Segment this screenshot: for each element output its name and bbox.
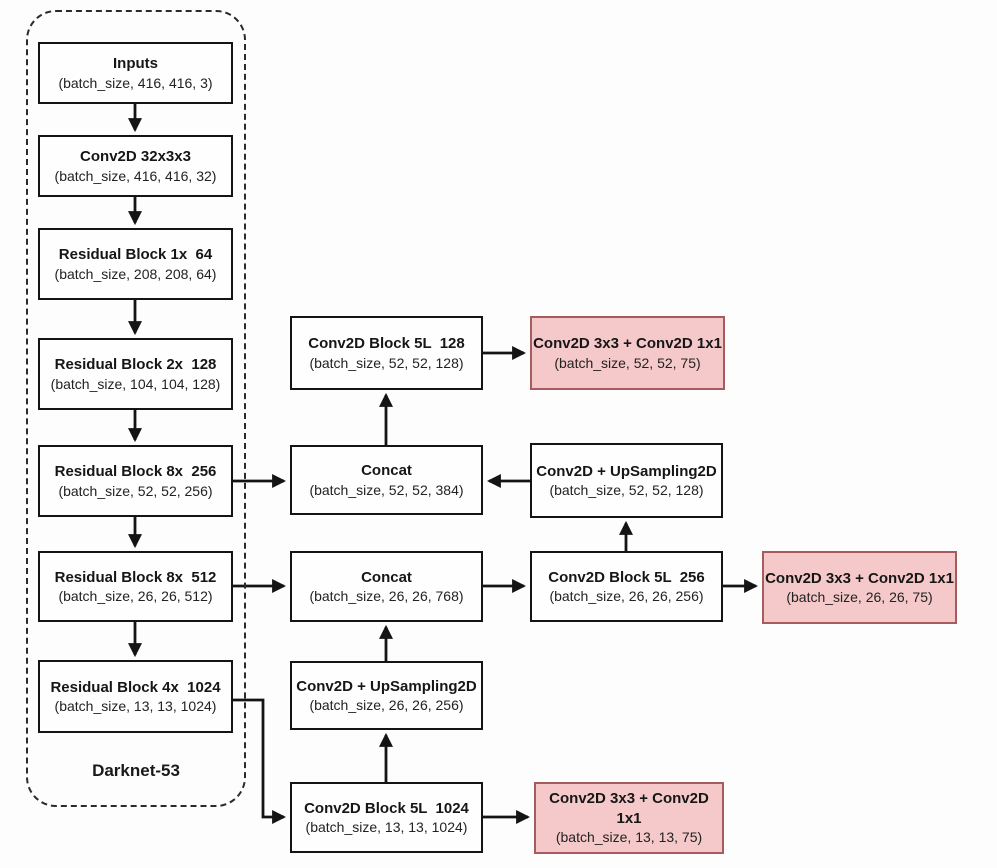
node-residual-block-2x-128: Residual Block 2x 128 (batch_size, 104, … — [38, 338, 233, 410]
node-detection-head-52: Conv2D 3x3 + Conv2D 1x1 (batch_size, 52,… — [530, 316, 725, 390]
node-conv2d-upsampling2d-52: Conv2D + UpSampling2D (batch_size, 52, 5… — [530, 443, 723, 518]
node-inputs: Inputs (batch_size, 416, 416, 3) — [38, 42, 233, 104]
node-shape: (batch_size, 26, 26, 75) — [786, 589, 933, 606]
node-title: Residual Block 8x 256 — [54, 463, 217, 481]
node-title: Conv2D + UpSampling2D — [536, 462, 717, 480]
node-title: Conv2D Block 5L 128 — [308, 335, 465, 353]
node-shape: (batch_size, 13, 13, 1024) — [305, 819, 468, 836]
node-conv2d-block-5l-1024: Conv2D Block 5L 1024 (batch_size, 13, 13… — [290, 782, 483, 853]
node-shape: (batch_size, 52, 52, 75) — [554, 354, 701, 371]
node-conv2d-block-5l-256: Conv2D Block 5L 256 (batch_size, 26, 26,… — [530, 551, 723, 622]
node-title: Concat — [361, 568, 412, 586]
node-conv2d-block-5l-128: Conv2D Block 5L 128 (batch_size, 52, 52,… — [290, 316, 483, 390]
node-title: Conv2D Block 5L 1024 — [304, 799, 469, 817]
node-residual-block-8x-256: Residual Block 8x 256 (batch_size, 52, 5… — [38, 445, 233, 517]
node-shape: (batch_size, 416, 416, 32) — [54, 167, 217, 184]
darknet53-label: Darknet-53 — [92, 761, 180, 780]
node-shape: (batch_size, 13, 13, 1024) — [54, 698, 217, 715]
node-title: Residual Block 8x 512 — [54, 568, 217, 586]
node-concat-52: Concat (batch_size, 52, 52, 384) — [290, 445, 483, 515]
node-title: Conv2D Block 5L 256 — [548, 568, 705, 586]
node-shape: (batch_size, 104, 104, 128) — [50, 375, 221, 392]
node-title: Conv2D 32x3x3 — [80, 148, 191, 166]
node-title: Inputs — [113, 55, 158, 73]
node-shape: (batch_size, 26, 26, 256) — [549, 588, 704, 605]
node-shape: (batch_size, 52, 52, 256) — [58, 482, 213, 499]
node-detection-head-26: Conv2D 3x3 + Conv2D 1x1 (batch_size, 26,… — [762, 551, 957, 624]
node-title: Conv2D + UpSampling2D — [296, 677, 477, 695]
node-title: Concat — [361, 462, 412, 480]
node-concat-26: Concat (batch_size, 26, 26, 768) — [290, 551, 483, 622]
node-shape: (batch_size, 52, 52, 128) — [549, 482, 704, 499]
node-shape: (batch_size, 26, 26, 512) — [58, 588, 213, 605]
node-shape: (batch_size, 52, 52, 128) — [309, 354, 464, 371]
node-residual-block-4x-1024: Residual Block 4x 1024 (batch_size, 13, … — [38, 660, 233, 733]
node-conv2d-32x3x3: Conv2D 32x3x3 (batch_size, 416, 416, 32) — [38, 135, 233, 197]
node-shape: (batch_size, 13, 13, 75) — [555, 829, 703, 846]
darknet53-group-outline: Darknet-53 — [26, 10, 246, 807]
node-shape: (batch_size, 52, 52, 384) — [309, 481, 464, 498]
node-detection-head-13: Conv2D 3x3 + Conv2D 1x1 (batch_size, 13,… — [534, 782, 724, 854]
node-shape: (batch_size, 26, 26, 768) — [309, 588, 464, 605]
node-title: Residual Block 1x 64 — [58, 246, 213, 264]
node-title: Conv2D 3x3 + Conv2D 1x1 — [765, 569, 954, 587]
node-residual-block-1x-64: Residual Block 1x 64 (batch_size, 208, 2… — [38, 228, 233, 300]
node-title: Residual Block 2x 128 — [54, 356, 217, 374]
node-residual-block-8x-512: Residual Block 8x 512 (batch_size, 26, 2… — [38, 551, 233, 622]
node-conv2d-upsampling2d-26: Conv2D + UpSampling2D (batch_size, 26, 2… — [290, 661, 483, 730]
node-shape: (batch_size, 26, 26, 256) — [309, 697, 464, 714]
node-title: Conv2D 3x3 + Conv2D 1x1 — [549, 790, 713, 827]
node-shape: (batch_size, 416, 416, 3) — [58, 74, 213, 91]
node-title: Residual Block 4x 1024 — [50, 678, 221, 696]
node-title: Conv2D 3x3 + Conv2D 1x1 — [533, 335, 722, 353]
node-shape: (batch_size, 208, 208, 64) — [54, 265, 217, 282]
